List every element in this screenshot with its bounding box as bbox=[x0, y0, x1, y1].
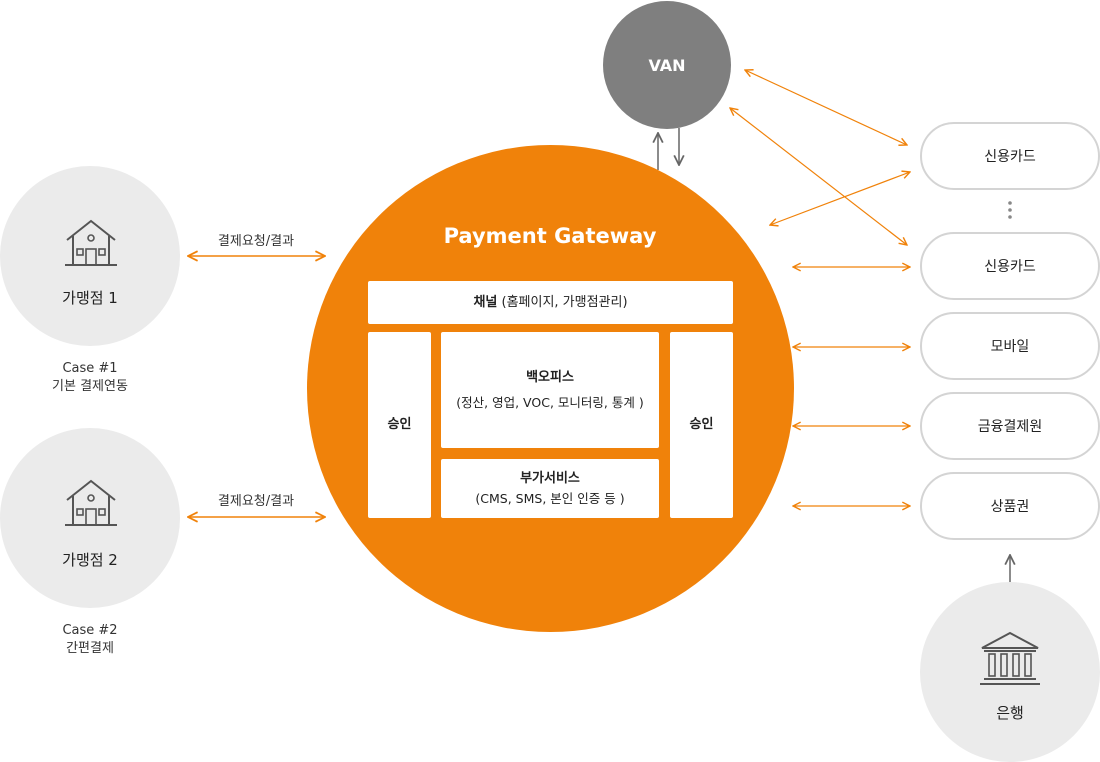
payment-gateway-title: Payment Gateway bbox=[443, 224, 657, 248]
partner-kftc: 금융결제원 bbox=[920, 392, 1100, 460]
house-icon bbox=[65, 479, 117, 526]
backoffice-box: 백오피스 (정산, 영업, VOC, 모니터링, 통계 ) bbox=[441, 332, 659, 448]
partner-label: 상품권 bbox=[990, 499, 1030, 515]
merchant-1-name: 가맹점 1 bbox=[62, 289, 118, 307]
merchant-1-arrow-label: 결제요청/결과 bbox=[217, 234, 295, 249]
addon-service-detail: (CMS, SMS, 본인 인증 등 ) bbox=[475, 490, 625, 506]
case-2-label: Case #2 간편결제 bbox=[0, 622, 180, 658]
addon-service-box: 부가서비스 (CMS, SMS, 본인 인증 등 ) bbox=[441, 459, 659, 518]
addon-service-title: 부가서비스 bbox=[520, 470, 580, 486]
pg-card1-arrow bbox=[770, 172, 910, 225]
case-1-title: Case #1 bbox=[62, 361, 118, 376]
merchant-2-arrow-label: 결제요청/결과 bbox=[217, 494, 295, 509]
ellipsis-dot bbox=[1008, 215, 1012, 219]
van-label: VAN bbox=[648, 55, 686, 75]
van-circle: VAN bbox=[603, 1, 731, 129]
channel-box: 채널 (홈페이지, 가맹점관리) bbox=[368, 281, 733, 324]
merchant-2-name: 가맹점 2 bbox=[62, 551, 118, 569]
case-1-desc: 기본 결제연동 bbox=[52, 379, 128, 394]
partner-gift-card: 상품권 bbox=[920, 472, 1100, 540]
partner-credit-card-2: 신용카드 bbox=[920, 232, 1100, 300]
channel-label: 채널 bbox=[473, 294, 498, 310]
case-1-label: Case #1 기본 결제연동 bbox=[0, 360, 180, 396]
approval-right-label: 승인 bbox=[689, 417, 714, 432]
bank-label: 은행 bbox=[996, 704, 1024, 722]
approval-left-box: 승인 bbox=[368, 332, 431, 518]
backoffice-detail: (정산, 영업, VOC, 모니터링, 통계 ) bbox=[456, 394, 644, 410]
partner-label: 신용카드 bbox=[984, 259, 1036, 275]
bank-icon bbox=[980, 631, 1040, 685]
van-card1-arrow bbox=[745, 70, 907, 145]
van-card2-arrow bbox=[730, 108, 907, 245]
partner-label: 모바일 bbox=[990, 339, 1030, 355]
approval-right-box: 승인 bbox=[670, 332, 733, 518]
approval-left-label: 승인 bbox=[387, 417, 412, 432]
ellipsis-dot bbox=[1008, 208, 1012, 212]
bank-circle bbox=[920, 582, 1100, 762]
merchant-2-circle bbox=[0, 428, 180, 608]
case-2-desc: 간편결제 bbox=[66, 641, 114, 656]
partner-mobile: 모바일 bbox=[920, 312, 1100, 380]
house-icon bbox=[65, 219, 117, 266]
partner-credit-card-1: 신용카드 bbox=[920, 122, 1100, 190]
channel-detail: (홈페이지, 가맹점관리) bbox=[497, 294, 628, 310]
merchant-1-circle bbox=[0, 166, 180, 346]
partner-label: 금융결제원 bbox=[977, 419, 1043, 435]
case-2-title: Case #2 bbox=[62, 623, 118, 638]
partner-label: 신용카드 bbox=[984, 149, 1036, 165]
ellipsis-dot bbox=[1008, 201, 1012, 205]
backoffice-title: 백오피스 bbox=[526, 369, 574, 385]
